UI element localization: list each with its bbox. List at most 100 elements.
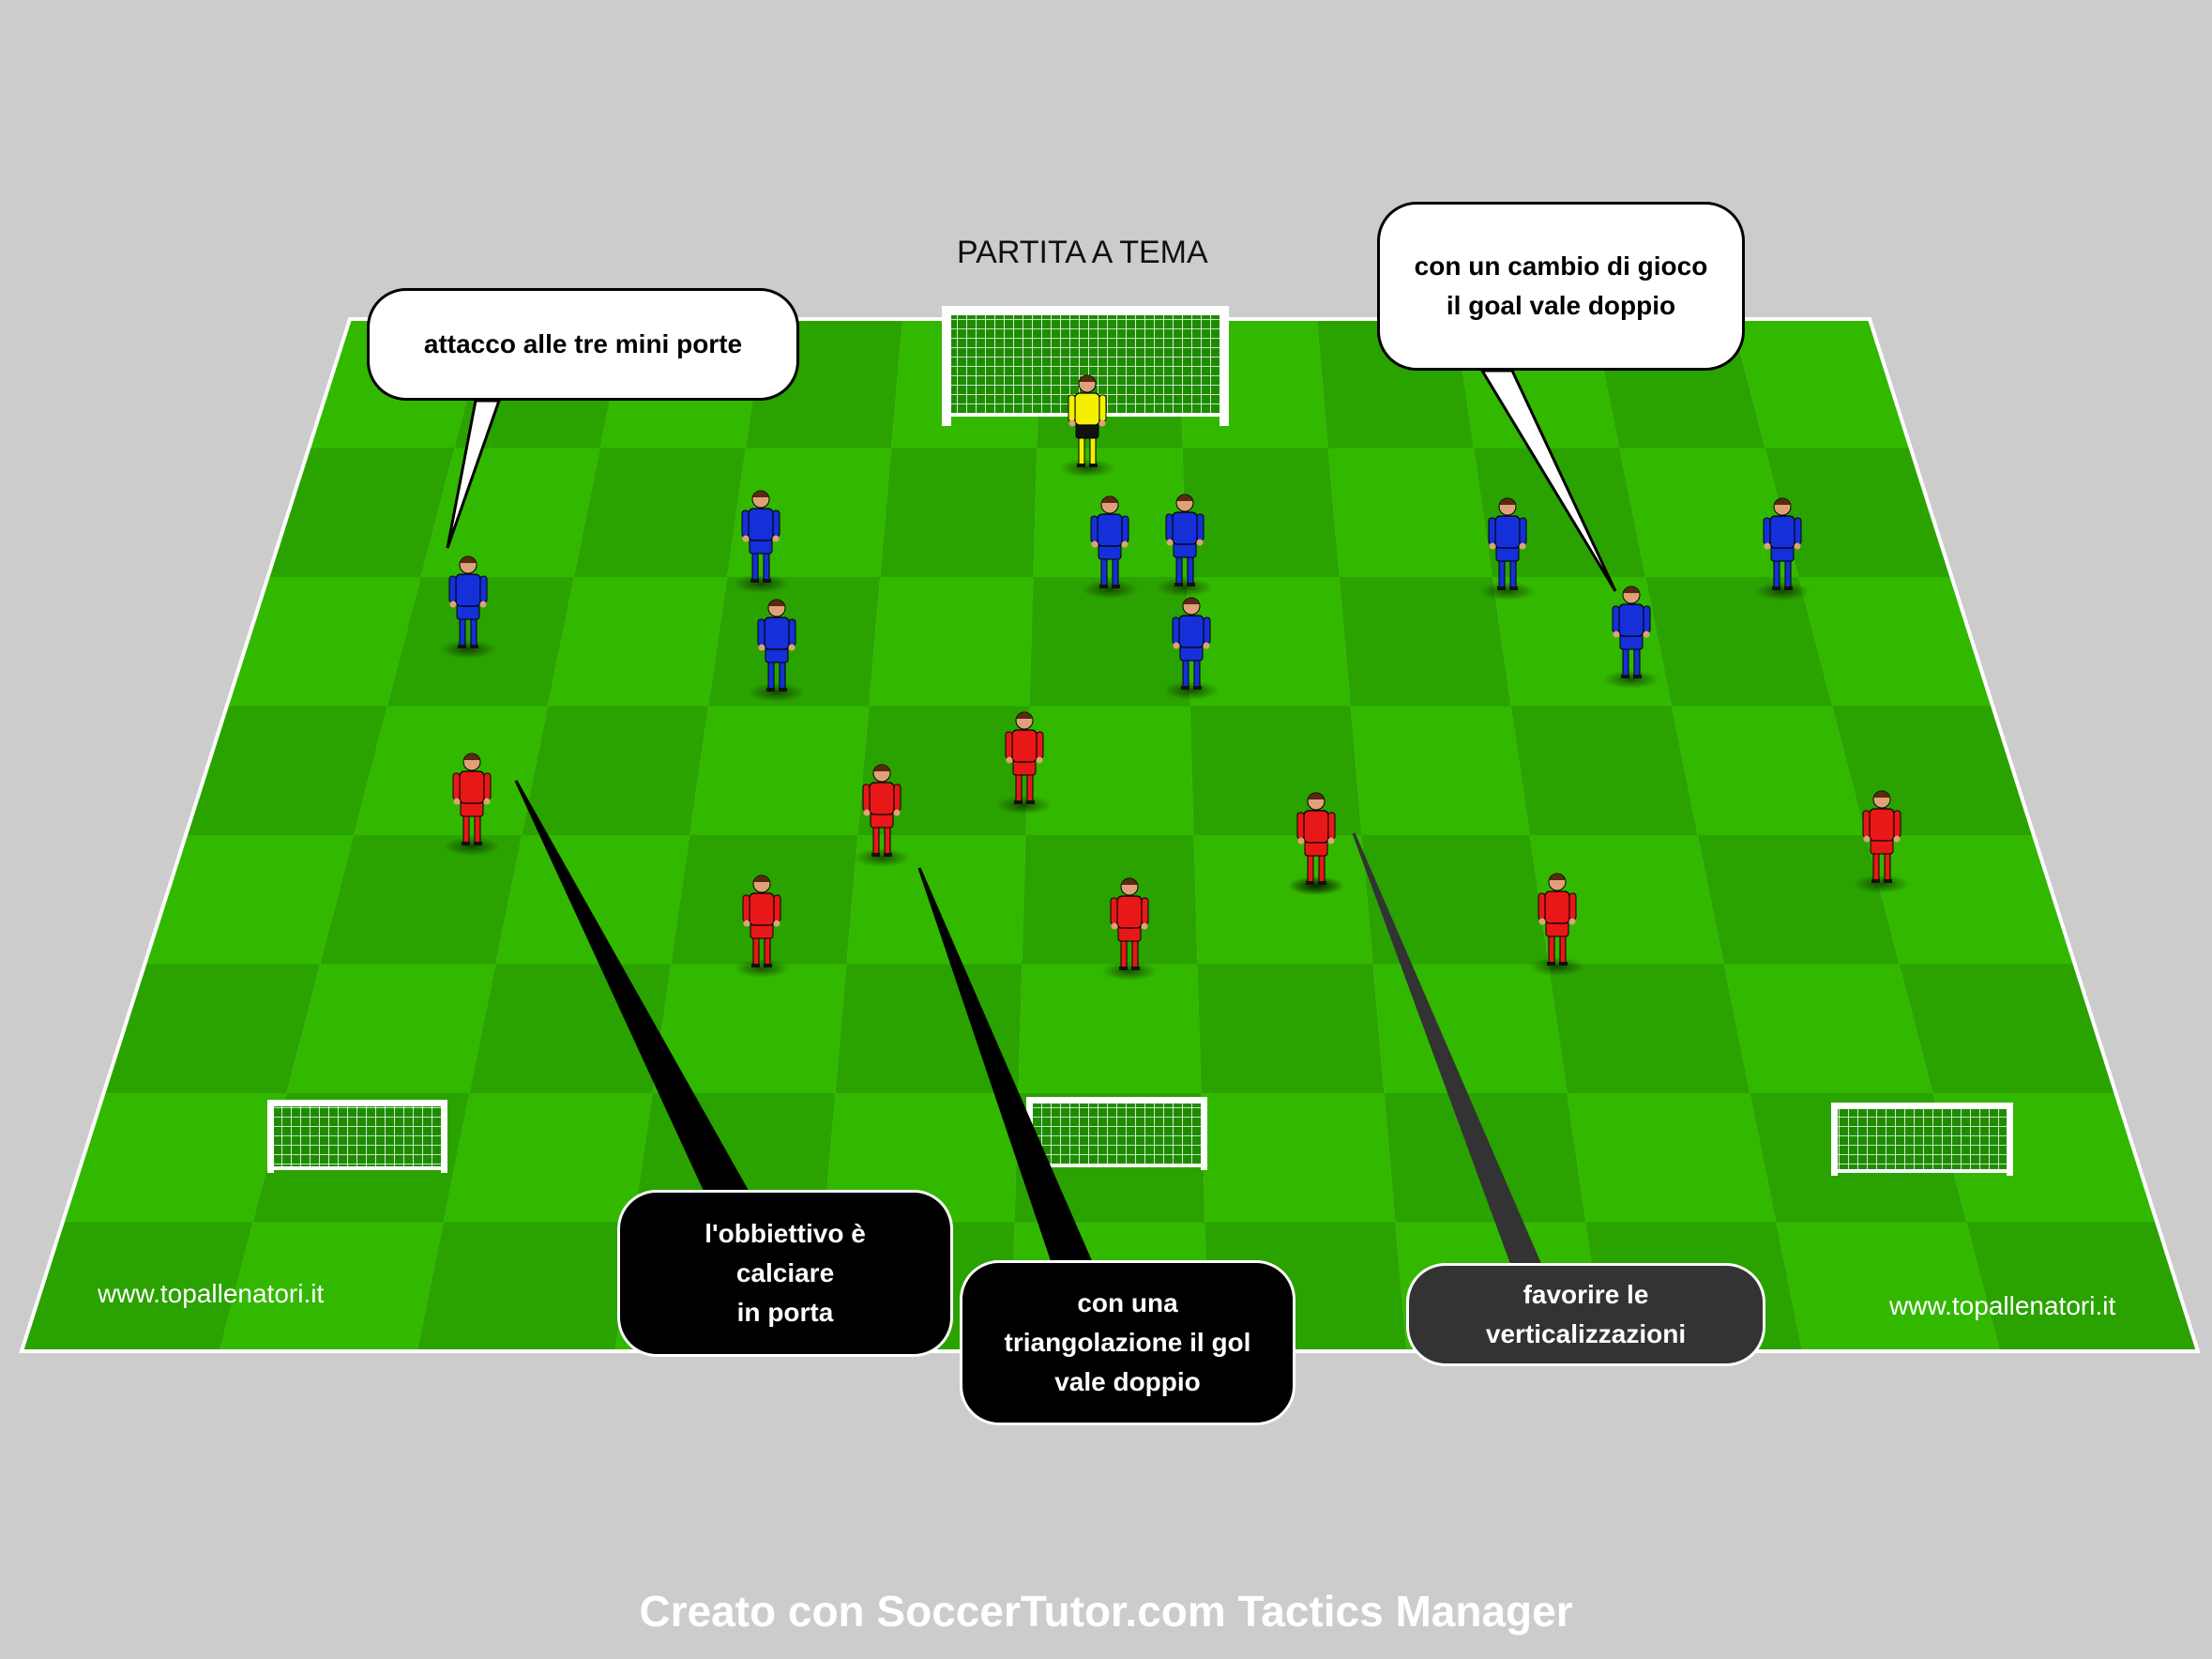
pitch-tile: [1193, 835, 1373, 965]
callout-verticalizzazioni: favorire le verticalizzazioni: [1406, 1263, 1765, 1366]
player-shadow: [1479, 582, 1536, 601]
goal-post: [1201, 1097, 1207, 1170]
player-blue-9: [1157, 494, 1213, 597]
callout-obbiettivo: l'obbiettivo è calciare in porta: [617, 1190, 953, 1357]
goal-net: [1832, 1103, 2012, 1173]
player-shadow: [734, 959, 790, 978]
player-shadow: [1288, 876, 1344, 895]
callout-tails: [446, 369, 1617, 1267]
callout-line: attacco alle tre mini porte: [423, 329, 743, 358]
player-red-1: [444, 753, 500, 856]
goal-net: [268, 1101, 447, 1170]
callout-attacco: attacco alle tre mini porte: [367, 288, 799, 401]
goal-post: [441, 1100, 447, 1173]
player-red-7: [1529, 873, 1585, 976]
pitch-tile: [1645, 577, 1833, 707]
player-blue-3: [1082, 495, 1138, 599]
player-red-3: [996, 711, 1053, 814]
pitch-tile: [103, 964, 321, 1093]
pitch-tile: [226, 577, 421, 707]
goal-post: [1831, 1103, 1838, 1176]
callout-line: l'obbiettivo è: [705, 1219, 866, 1248]
callout-line: verticalizzazioni: [1485, 1319, 1687, 1348]
pitch-tile: [869, 577, 1034, 707]
pitch-tile: [62, 1093, 287, 1223]
goal-crossbar: [1026, 1097, 1207, 1103]
pitch-tile: [219, 1222, 444, 1351]
pitch-tile: [548, 577, 728, 707]
pitch-tile: [522, 706, 709, 835]
pitch-tile: [443, 1093, 653, 1223]
player-red-6: [1101, 877, 1158, 981]
watermark-right: www.topallenatori.it: [1889, 1291, 2116, 1320]
callout-line: il goal vale doppio: [1446, 291, 1676, 320]
pitch-tile: [417, 1222, 634, 1351]
pitch-tile: [495, 835, 690, 965]
player-shadow: [749, 683, 805, 702]
goalkeeper: [1059, 374, 1115, 478]
pitch-tile: [1201, 1093, 1396, 1223]
pitch-tile: [1025, 706, 1194, 835]
player-shadow: [1157, 578, 1213, 597]
watermark-left: www.topallenatori.it: [98, 1279, 325, 1308]
goal-crossbar: [267, 1100, 447, 1106]
pitch-tile: [1899, 964, 2116, 1093]
goal-crossbar: [1831, 1103, 2013, 1109]
player-blue-7: [1603, 586, 1659, 689]
goal-post: [942, 306, 951, 426]
pitch-tile: [689, 706, 870, 835]
pitch-tile: [1529, 835, 1724, 965]
pitch-tile: [186, 706, 387, 835]
player-blue-4: [749, 599, 805, 702]
player-red-2: [854, 764, 910, 867]
mini-goal-center: [1026, 1097, 1207, 1170]
pitch-tile: [22, 1222, 253, 1351]
pitch-tile: [1697, 835, 1900, 965]
players: [440, 374, 1910, 981]
pitch-tile: [1548, 964, 1750, 1093]
player-shadow: [440, 640, 496, 659]
player-shadow: [1754, 582, 1811, 601]
pitch-tile: [1776, 1222, 2001, 1351]
player-shadow: [1854, 875, 1910, 893]
pitch-tile: [144, 835, 355, 965]
tail-attacco: [446, 399, 502, 549]
callout-line: con una: [1077, 1288, 1178, 1317]
pitch-tile: [652, 964, 847, 1093]
pitch-tile: [1339, 577, 1511, 707]
player-red-8: [1854, 790, 1910, 893]
pitch-tile: [1327, 448, 1492, 577]
goal-crossbar: [942, 306, 1229, 315]
callout-cambio-di-gioco: con un cambio di gioco il goal vale dopp…: [1377, 202, 1745, 371]
mini-goal-right: [1831, 1103, 2013, 1176]
player-shadow: [733, 574, 789, 593]
callout-triangolazione: con una triangolazione il gol vale doppi…: [960, 1260, 1295, 1425]
player-blue-2: [733, 490, 789, 593]
player-shadow: [1101, 962, 1158, 981]
pitch-tile: [1361, 835, 1549, 965]
diagram-title: PARTITA A TEMA: [957, 235, 1208, 270]
pitch-tile: [1567, 1093, 1777, 1223]
pitch-tile: [1018, 964, 1202, 1093]
pitch-tile: [1671, 706, 1866, 835]
player-blue-5: [1163, 597, 1220, 700]
tail-cambio-di-gioco: [1479, 369, 1617, 592]
pitch-tile: [1723, 964, 1933, 1093]
goal-post: [267, 1100, 274, 1173]
pitch-tile: [354, 706, 549, 835]
goal-post: [2007, 1103, 2013, 1176]
pitch-tile: [320, 835, 523, 965]
pitch-tile: [1350, 706, 1530, 835]
goal-post: [1220, 306, 1229, 426]
player-red-5: [734, 875, 790, 978]
callout-line: vale doppio: [1054, 1367, 1201, 1396]
pitch-tile: [1189, 706, 1362, 835]
mini-goal-left: [267, 1100, 447, 1173]
pitch-tile: [286, 964, 496, 1093]
pitch-tile: [1966, 1222, 2198, 1351]
footer-credit: Creato con SoccerTutor.com Tactics Manag…: [639, 1587, 1573, 1636]
pitch-boundary: [19, 317, 2201, 1353]
player-shadow: [1603, 670, 1659, 689]
pitch-tile: [1372, 964, 1568, 1093]
